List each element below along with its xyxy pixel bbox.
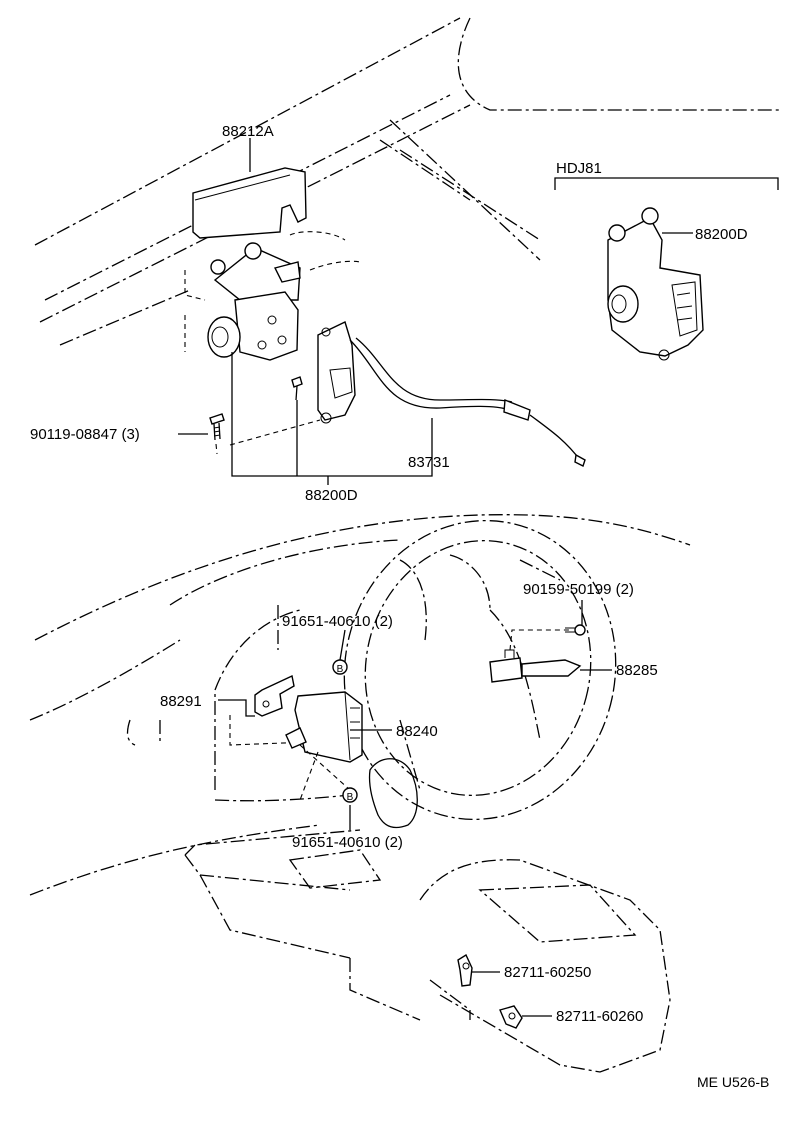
cable-bracket-part xyxy=(317,321,356,424)
steering-wheel-outline xyxy=(343,519,617,821)
callout-switch: 88285 xyxy=(616,662,658,679)
vehicle-interior-outline xyxy=(29,514,691,1073)
leader-lines-lower xyxy=(218,600,612,1017)
nut-marker-lower: B xyxy=(342,787,358,803)
computer-module-part xyxy=(285,691,363,801)
wire-clip-b-part xyxy=(499,1005,523,1029)
actuator-motor-part xyxy=(207,242,301,361)
callout-actuator-assembly: 88200D xyxy=(305,487,358,504)
callout-clip-a: 82711-60250 xyxy=(504,964,591,981)
leader-lines-top xyxy=(178,138,433,485)
vehicle-body-outline-top xyxy=(34,17,780,446)
wire-clip-a-part xyxy=(457,953,473,987)
control-cable-part xyxy=(349,337,586,467)
svg-text:B: B xyxy=(347,792,354,803)
callout-bolt: 90119-08847 (3) xyxy=(30,426,140,443)
switch-part xyxy=(489,629,582,683)
screw-part xyxy=(565,624,586,636)
callout-bracket: 88291 xyxy=(160,693,202,710)
callout-screw-upper: 90159-50199 (2) xyxy=(523,581,634,598)
hdj81-variant-group xyxy=(554,177,779,361)
callout-computer: 88240 xyxy=(396,723,438,740)
callout-variant-label: HDJ81 xyxy=(556,160,602,177)
callout-top-cover: 88212A xyxy=(222,123,274,140)
bolt-part xyxy=(209,376,303,455)
nut-marker-upper: B xyxy=(332,659,348,675)
callout-hdj81-actuator: 88200D xyxy=(695,226,748,243)
knee-pad-outline xyxy=(368,758,418,829)
callout-nut-lower: 91651-40610 (2) xyxy=(292,834,403,851)
callout-nut-upper: 91651-40610 (2) xyxy=(282,613,393,630)
bracket-part xyxy=(229,674,311,746)
footer-code: ME U526-B xyxy=(697,1074,769,1090)
callout-cable: 83731 xyxy=(408,454,450,471)
callout-clip-b: 82711-60260 xyxy=(556,1008,643,1025)
top-cover-part xyxy=(192,167,307,239)
svg-text:B: B xyxy=(337,664,344,675)
